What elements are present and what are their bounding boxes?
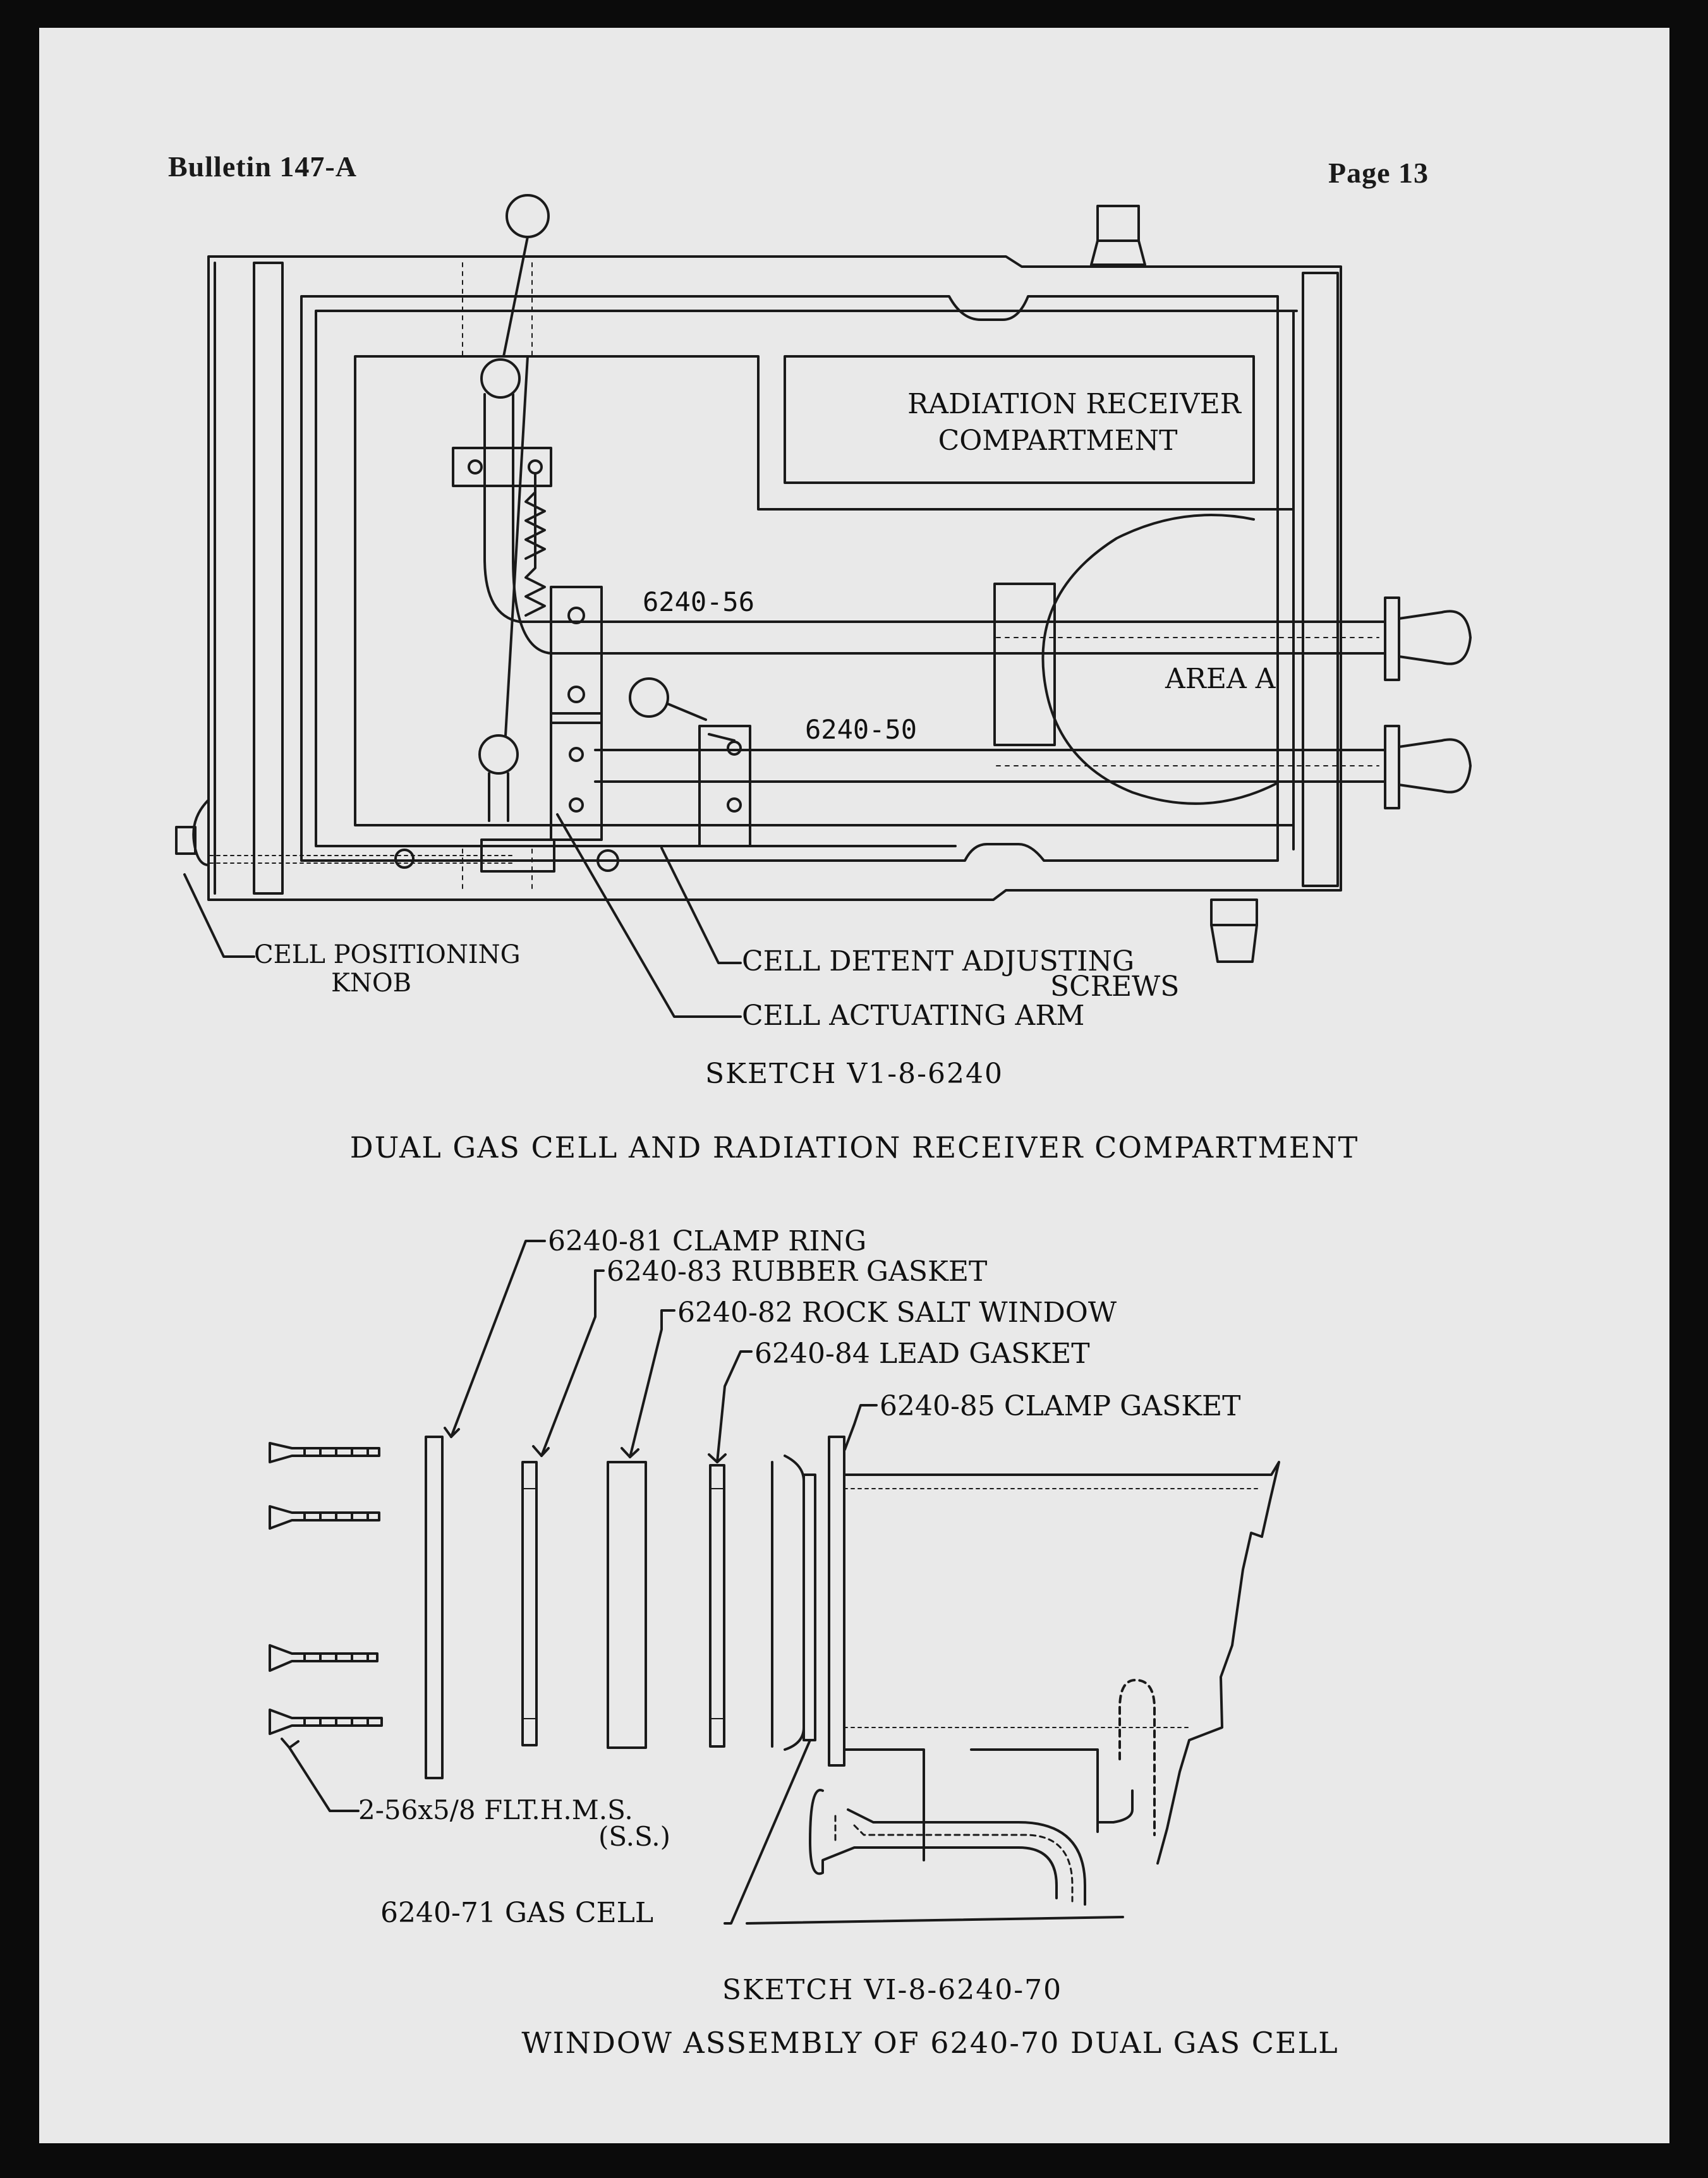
sketch-1-caption-id: SKETCH V1-8-6240 [705, 1058, 1003, 1090]
arm-label: CELL ACTUATING ARM [742, 1000, 1084, 1032]
detent-screw [597, 849, 619, 872]
detent-label-line1: CELL DETENT ADJUSTING [742, 945, 1134, 977]
area-a-label: AREA A [1165, 663, 1276, 695]
technical-drawings: RADIATION RECEIVER COMPARTMENT AREA A 62… [175, 194, 1472, 1929]
right-end-knob-lower [1384, 725, 1472, 809]
clamp-gasket-85 [828, 1436, 845, 1767]
right-end-knob-upper [1384, 596, 1472, 681]
part-81-label: 6240-81 CLAMP RING [548, 1225, 866, 1257]
area-a-circle [1041, 514, 1279, 805]
cell-actuating-arm-block [480, 838, 555, 873]
page-number: Page 13 [1328, 157, 1429, 189]
leader-83 [540, 1269, 605, 1457]
leader-knob [183, 873, 255, 958]
inner-frame [300, 295, 1279, 862]
part-6240-50-label: 6240-50 [805, 714, 917, 745]
leader-85 [844, 1404, 878, 1451]
sketch-2-caption-title: WINDOW ASSEMBLY OF 6240-70 DUAL GAS CELL [521, 2026, 1339, 2060]
cell-positioning-knob [175, 799, 210, 866]
leader-82 [629, 1309, 675, 1458]
gas-cell-body [843, 1461, 1280, 1865]
leader-84 [716, 1350, 753, 1463]
knob-label-line1: CELL POSITIONING [254, 940, 521, 969]
knob-label-line2: KNOB [331, 969, 411, 998]
sketch-2-caption-id: SKETCH VI-8-6240-70 [722, 1974, 1063, 2006]
rock-salt-window-82 [607, 1461, 647, 1749]
cell-50-ball [629, 677, 669, 718]
detent-label-line2: SCREWS [1050, 971, 1179, 1003]
screw-3 [269, 1644, 379, 1672]
right-rail [1302, 272, 1339, 887]
sketch-2-window-assembly: 6240-81 CLAMP RING 6240-83 RUBBER GASKET… [269, 1225, 1280, 1929]
part-85-label: 6240-85 CLAMP GASKET [880, 1390, 1241, 1422]
sketch-1-caption-title: DUAL GAS CELL AND RADIATION RECEIVER COM… [349, 1130, 1359, 1165]
upper-pivot [480, 358, 521, 399]
leader-arm [556, 813, 742, 1018]
bar-6240-50 [594, 749, 1386, 783]
leader-81 [450, 1240, 546, 1438]
actuating-arm-upper [483, 393, 597, 655]
gas-cell-flange [771, 1455, 805, 1751]
cell-50-bracket [698, 725, 751, 847]
top-fitting [1090, 205, 1146, 266]
actuating-arm-ball [506, 194, 550, 238]
radiation-label-line1: RADIATION RECEIVER [907, 388, 1242, 420]
radiation-label-line2: COMPARTMENT [938, 425, 1178, 457]
left-rail [253, 262, 284, 895]
part-84-label: 6240-84 LEAD GASKET [754, 1338, 1090, 1370]
bar-6240-56 [594, 620, 1386, 655]
part-82-label: 6240-82 ROCK SALT WINDOW [677, 1297, 1117, 1329]
spring-bracket [452, 447, 552, 487]
lead-gasket-84 [709, 1464, 725, 1748]
lower-pivot [478, 734, 519, 775]
rubber-gasket-83 [521, 1461, 538, 1746]
clamp-ring-81 [425, 1436, 444, 1779]
radiation-receiver-compartment [784, 355, 1255, 484]
cell-window-block [993, 583, 1056, 746]
base-line [746, 1916, 1124, 1925]
spring [524, 472, 546, 617]
screws-label-line1: 2-56x5/8 FLT.H.M.S. [358, 1794, 633, 1825]
outer-housing [207, 255, 1342, 901]
detent-plate-upper [550, 586, 603, 724]
bulletin-number: Bulletin 147-A [168, 150, 357, 183]
gas-cell-label: 6240-71 GAS CELL [380, 1897, 653, 1929]
screw-4 [269, 1709, 383, 1735]
leader-detent [660, 847, 742, 964]
bottom-fitting [1210, 898, 1258, 963]
part-83-label: 6240-83 RUBBER GASKET [607, 1255, 987, 1288]
side-tube [809, 1789, 1058, 1899]
document-page: Bulletin 147-A Page 13 [39, 28, 1669, 2143]
screw-1 [269, 1442, 380, 1463]
leader-gas-cell [724, 1739, 811, 1925]
dashed-pipe [1118, 1679, 1156, 1836]
screws-label-line2: (S.S.) [598, 1821, 670, 1852]
part-6240-56-label: 6240-56 [643, 586, 754, 617]
guide-ball [394, 849, 415, 869]
sketch-1-compartment-drawing: RADIATION RECEIVER COMPARTMENT AREA A 62… [175, 194, 1472, 1032]
cell-compartment [354, 355, 1295, 826]
screw-2 [269, 1505, 380, 1530]
leader-screws [288, 1746, 360, 1812]
detent-plate-lower [550, 712, 603, 841]
